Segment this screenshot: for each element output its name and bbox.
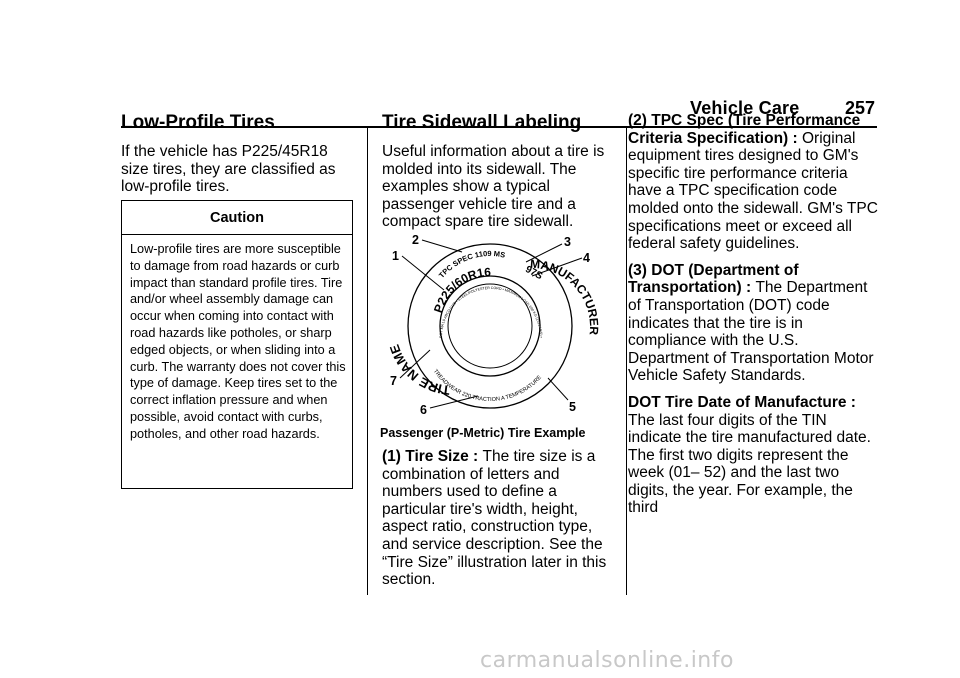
tpc-spec-paragraph: (2) TPC Spec (Tire Performance Criteria …	[628, 112, 878, 253]
sidewall-intro: Useful information about a tire is molde…	[382, 143, 605, 231]
figure-caption: Passenger (P-Metric) Tire Example	[380, 426, 586, 440]
tpc-spec-label: (2) TPC Spec (Tire Performance Criteria …	[628, 112, 861, 147]
callout-1: 1	[392, 249, 399, 263]
page-number: 257	[845, 98, 876, 118]
dot-paragraph: (3) DOT (Department of Transportation) :…	[628, 262, 878, 385]
dot-date-label: DOT Tire Date of Manufacture :	[628, 393, 856, 411]
dot-label: (3) DOT (Department of Transportation) :	[628, 261, 799, 297]
dot-date-description: The last four digits of the TIN indicate…	[628, 411, 871, 517]
low-profile-intro: If the vehicle has P225/45R18 size tires…	[121, 143, 336, 196]
watermark-text: carmanualsonline.info	[480, 648, 734, 673]
caution-rule	[122, 234, 352, 235]
tire-size-description: The tire size is a combination of letter…	[382, 448, 607, 589]
column-divider-left	[367, 128, 368, 595]
callout-3: 3	[564, 235, 571, 249]
leader-line-4	[531, 257, 583, 277]
callout-7: 7	[390, 374, 397, 388]
tire-size-label: (1) Tire Size :	[382, 448, 483, 465]
middle-column: Tire Sidewall Labeling Useful informatio…	[382, 112, 616, 231]
sidewall-heading: Tire Sidewall Labeling	[382, 112, 582, 133]
leader-line-3	[525, 243, 563, 263]
header-rule	[121, 126, 877, 128]
leader-line-5	[547, 377, 569, 401]
callout-4: 4	[583, 251, 590, 265]
left-column: Low-Profile Tires If the vehicle has P22…	[121, 112, 356, 196]
leader-line-6	[429, 395, 479, 409]
tpc-spec-description: Original equipment tires designed to GM'…	[628, 129, 878, 253]
dot-description: The Department of Transportation (DOT) c…	[628, 279, 874, 385]
caution-title: Caution	[210, 210, 264, 226]
tire-size-paragraph: (1) Tire Size : The tire size is a combi…	[382, 448, 616, 589]
right-column: (2) TPC Spec (Tire Performance Criteria …	[628, 112, 878, 526]
callout-5: 5	[569, 400, 576, 414]
leader-line-7	[399, 349, 431, 379]
tire-size-item: (1) Tire Size : The tire size is a combi…	[382, 448, 616, 598]
dot-date-paragraph: DOT Tire Date of Manufacture : The last …	[628, 394, 878, 517]
callout-2: 2	[412, 233, 419, 247]
leader-line-2	[421, 239, 463, 253]
callout-6: 6	[420, 403, 427, 417]
column-divider-right	[626, 128, 627, 595]
caution-box: Caution Low-profile tires are more susce…	[121, 200, 353, 489]
low-profile-heading: Low-Profile Tires	[121, 112, 275, 133]
leader-line-1	[401, 255, 445, 291]
tire-rim-ring	[447, 283, 533, 369]
caution-text: Low-profile tires are more susceptible t…	[130, 242, 346, 441]
tire-sidewall-figure: TPC SPEC 1109 MS P225/60R16 97S TIRE NAM…	[382, 228, 601, 417]
running-header-title: Vehicle Care	[690, 98, 800, 118]
